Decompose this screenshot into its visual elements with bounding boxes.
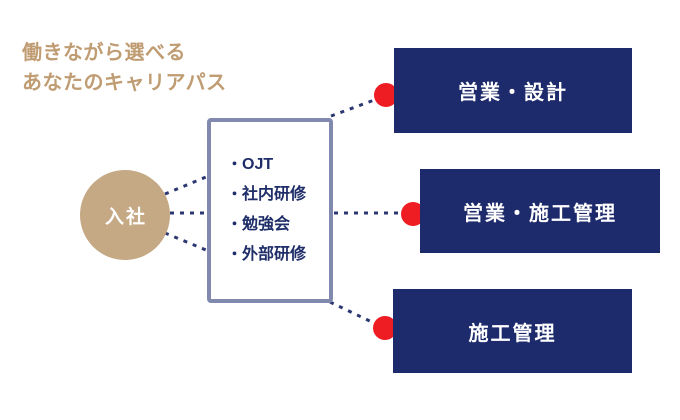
training-item: ・外部研修 <box>227 240 329 270</box>
training-item: ・OJT <box>227 150 329 180</box>
career-box-label: 営業・施工管理 <box>463 202 617 225</box>
start-node-label: 入社 <box>104 206 147 228</box>
career-box-label: 営業・設計 <box>458 82 568 104</box>
training-item: ・勉強会 <box>227 210 329 240</box>
bullet-icon: ・ <box>227 186 243 203</box>
career-box-sales-construction-management: 営業・施工管理 <box>420 169 660 253</box>
title-line-2: あなたのキャリアパス <box>22 72 227 94</box>
title-line-1: 働きながら選べる <box>22 42 186 64</box>
connector-circle-to-box-bottom <box>164 231 207 252</box>
bullet-icon: ・ <box>227 156 243 173</box>
connector-box-to-path1 <box>330 97 378 118</box>
career-box-label: 施工管理 <box>468 322 557 345</box>
training-box: ・OJT ・社内研修 ・勉強会 ・外部研修 <box>207 118 333 303</box>
training-item-label: OJT <box>242 156 274 173</box>
connector-box-to-path3 <box>329 300 377 326</box>
diagram-title: 働きながら選べる あなたのキャリアパス <box>22 38 227 98</box>
career-box-construction-management: 施工管理 <box>393 289 632 373</box>
training-item: ・社内研修 <box>227 180 329 210</box>
connector-circle-to-box-top <box>164 175 207 196</box>
training-item-label: 社内研修 <box>242 186 307 203</box>
training-item-label: 勉強会 <box>242 216 291 233</box>
training-item-label: 外部研修 <box>242 246 307 263</box>
career-box-sales-design: 営業・設計 <box>394 48 632 133</box>
start-node-circle: 入社 <box>80 170 170 260</box>
bullet-icon: ・ <box>227 216 243 233</box>
bullet-icon: ・ <box>227 246 243 263</box>
